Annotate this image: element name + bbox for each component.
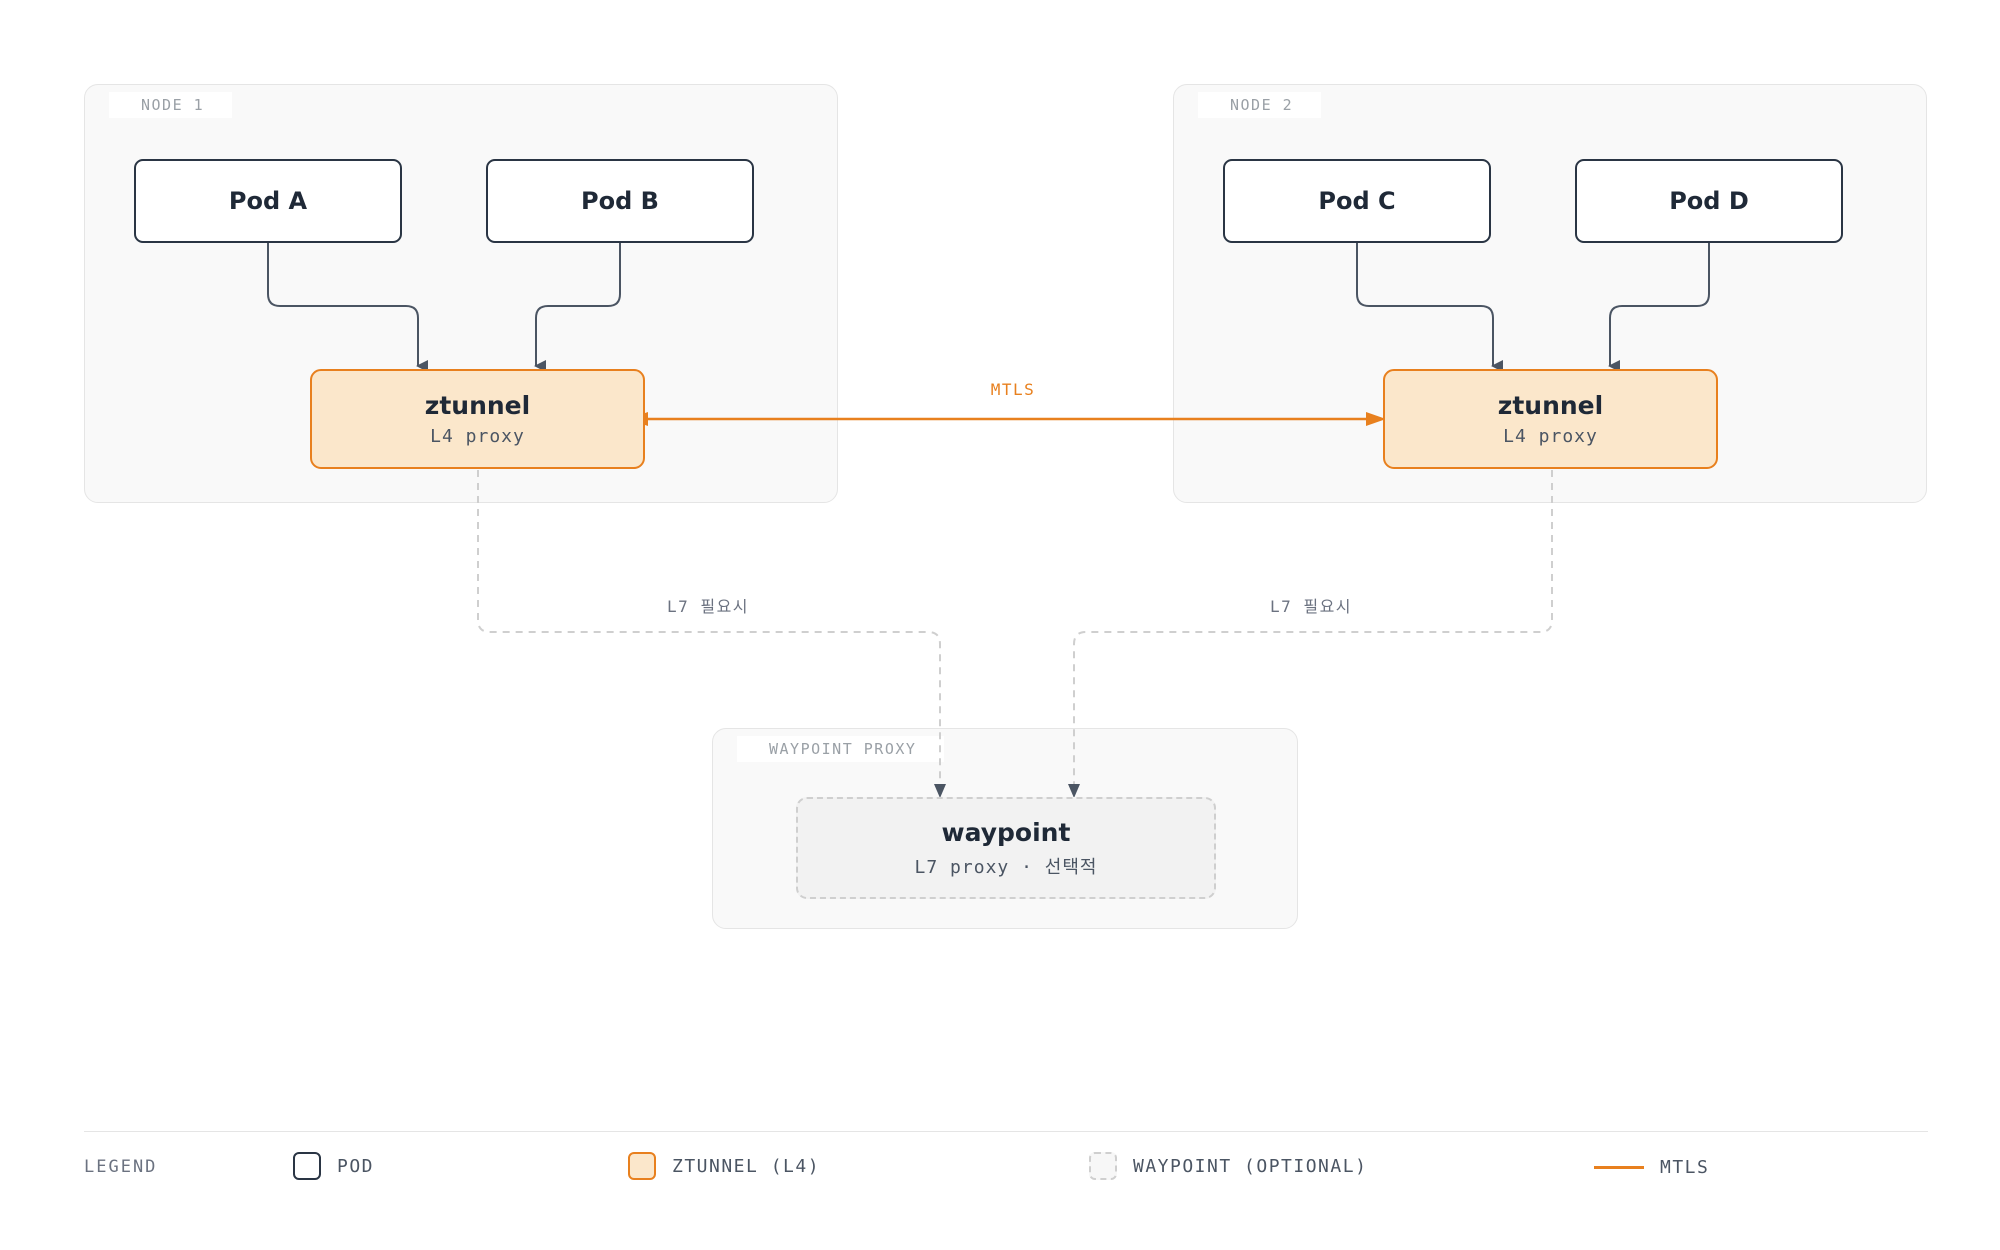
waypoint-node[interactable]: waypoint L7 proxy · 선택적 (796, 797, 1216, 899)
legend-mtls-swatch (1594, 1165, 1644, 1169)
legend-item-ztunnel: ZTUNNEL (L4) (628, 1152, 820, 1180)
legend-divider (84, 1131, 1928, 1132)
pod-b-label: Pod B (581, 187, 659, 215)
edge-l7-left-arrowhead (934, 784, 946, 798)
legend-mtls-label: MTLS (1660, 1156, 1710, 1178)
l7-left-label: L7 필요시 (666, 597, 750, 616)
node-2-label: NODE 2 (1198, 92, 1322, 118)
pod-b[interactable]: Pod B (486, 159, 754, 243)
pod-d[interactable]: Pod D (1575, 159, 1843, 243)
legend-ztunnel-label: ZTUNNEL (L4) (672, 1155, 821, 1177)
legend-ztunnel-swatch (628, 1152, 656, 1180)
waypoint-proxy-label: WAYPOINT PROXY (737, 736, 945, 762)
pod-a-label: Pod A (228, 187, 308, 215)
mtls-label: MTLS (990, 380, 1036, 399)
l7-right-label: L7 필요시 (1269, 597, 1353, 616)
pod-c[interactable]: Pod C (1223, 159, 1491, 243)
ztunnel-node-2[interactable]: ztunnel L4 proxy (1383, 369, 1718, 469)
ztunnel-2-subtitle: L4 proxy (1503, 426, 1598, 447)
edge-l7-right (1073, 470, 1553, 786)
edge-l7-left (477, 470, 941, 786)
node-1-label: NODE 1 (109, 92, 233, 118)
ztunnel-1-subtitle: L4 proxy (430, 426, 525, 447)
legend-title: LEGEND (84, 1157, 158, 1177)
legend-item-waypoint: WAYPOINT (OPTIONAL) (1089, 1152, 1367, 1180)
legend-item-pod: POD (293, 1152, 374, 1180)
edge-pod-b-ztunnel-1 (534, 242, 621, 372)
legend-pod-label: POD (337, 1155, 375, 1177)
legend-item-mtls: MTLS (1594, 1153, 1709, 1181)
pod-a[interactable]: Pod A (134, 159, 402, 243)
mtls-arrowhead-right (1366, 412, 1386, 426)
edge-l7-right-arrowhead (1068, 784, 1080, 798)
edge-pod-c-ztunnel-2 (1356, 242, 1503, 372)
edge-pod-d-ztunnel-2 (1608, 242, 1710, 372)
ztunnel-2-title: ztunnel (1497, 391, 1604, 420)
legend-pod-swatch (293, 1152, 321, 1180)
pod-c-label: Pod C (1318, 187, 1396, 215)
legend-waypoint-label: WAYPOINT (OPTIONAL) (1133, 1155, 1368, 1177)
edge-pod-a-ztunnel-1 (267, 242, 428, 372)
waypoint-title: waypoint (941, 817, 1071, 847)
legend-waypoint-swatch (1089, 1152, 1117, 1180)
pod-d-label: Pod D (1669, 187, 1749, 215)
ztunnel-node-1[interactable]: ztunnel L4 proxy (310, 369, 645, 469)
waypoint-subtitle: L7 proxy · 선택적 (914, 856, 1098, 878)
ztunnel-1-title: ztunnel (424, 391, 531, 420)
